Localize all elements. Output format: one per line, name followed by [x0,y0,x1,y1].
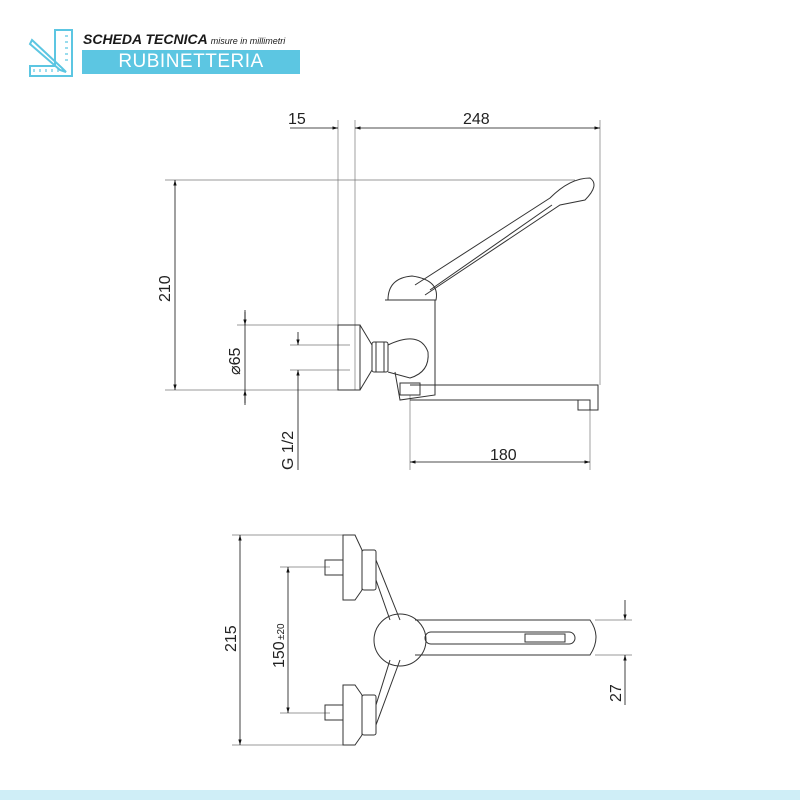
side-view [165,120,601,470]
label-27: 27 [608,684,625,702]
category-banner: RUBINETTERIA [82,50,300,74]
header-subtitle: misure in millimetri [210,36,286,46]
top-view [232,534,632,746]
bottom-border [0,790,800,800]
label-180: 180 [490,447,517,464]
label-15: 15 [288,111,306,128]
label-150: 150 [271,641,288,668]
label-215: 215 [223,625,240,652]
label-diameter-65: ⌀65 [227,347,244,375]
label-g-1-2: G 1/2 [280,431,297,470]
label-210: 210 [157,275,174,302]
label-248: 248 [463,111,490,128]
label-tolerance: ±20 [276,623,287,640]
